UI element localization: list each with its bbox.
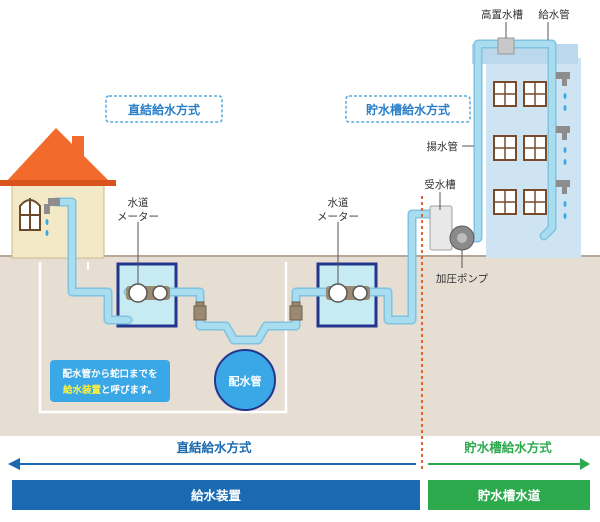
supply-device-outline [38,262,288,414]
meter-left-label-1: 水道 [128,196,149,209]
tank-system-box [345,95,471,123]
lift-pipe-label: 揚水管 [427,140,459,153]
meter-right [326,283,370,303]
house [0,128,116,259]
direct-system-box-label: 直結給水方式 [128,102,200,117]
tank-arrow-label: 貯水槽給水方式 [464,440,552,455]
supply-device-bar [12,480,420,510]
direct-system-box [105,95,223,123]
tank-arrow-head [580,458,590,470]
booster-pump-label: 加圧ポンプ [436,273,489,285]
elevated-tank-label: 高置水槽 [481,8,523,21]
tank-system-box-label: 貯水槽給水方式 [366,102,450,117]
direct-arrow-head [10,458,20,470]
receiving-tank [429,205,453,251]
main-pipe-label: 配水管 [229,374,262,388]
note-highlight: 給水装置 [63,384,102,396]
note-box [50,360,170,402]
note-rest: と呼びます。 [101,384,157,396]
note-line-2: 給水装置と呼びます。 [63,384,157,396]
note-line-1: 配水管から蛇口までを [62,368,157,380]
elevated-tank [497,37,515,55]
meter-left [126,283,170,303]
meter-left-label-2: メーター [117,211,159,223]
meter-right-label-2: メーター [317,211,359,223]
supply-pipe-label: 給水管 [538,8,570,21]
meter-right-label-1: 水道 [328,196,349,209]
receiving-tank-label: 受水槽 [424,179,456,191]
supply-device-bar-label: 給水装置 [191,488,242,503]
direct-arrow-label: 直結給水方式 [176,440,252,455]
valves [193,301,303,321]
tank-water-bar-label: 貯水槽水道 [478,488,541,503]
booster-pump [449,225,475,251]
tank-water-bar [428,480,590,510]
water-drops [45,93,567,236]
tap-icons [44,72,570,214]
main-pipe [214,349,276,411]
ground [0,256,600,436]
